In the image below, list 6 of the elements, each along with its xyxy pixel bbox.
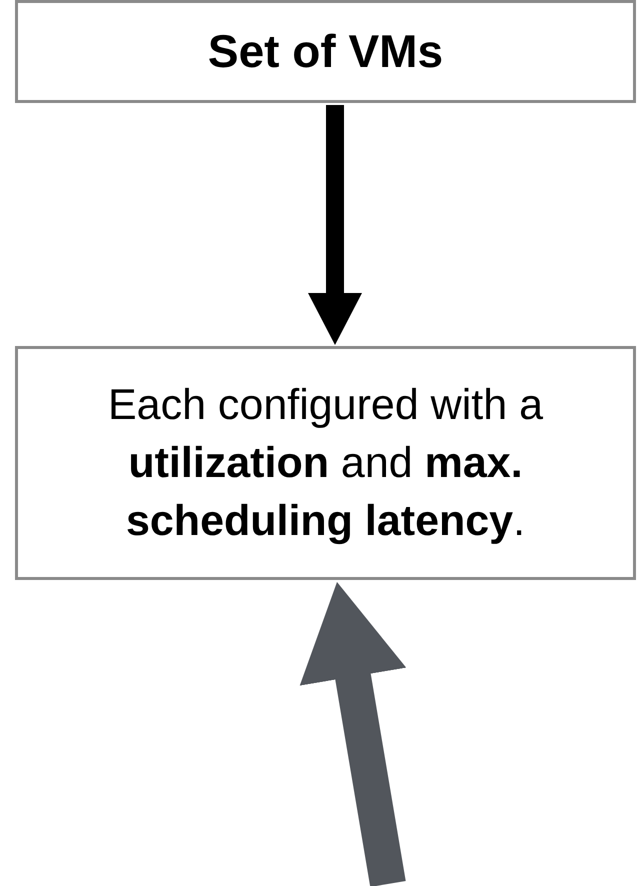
arrow bbox=[308, 105, 362, 345]
arrow bbox=[300, 582, 406, 886]
process-box bbox=[15, 0, 636, 103]
box-text: Set of VMs bbox=[206, 24, 444, 79]
process-box bbox=[15, 346, 636, 580]
box-text: Each configured with a utilization and max. scheduling latency. bbox=[106, 380, 544, 547]
